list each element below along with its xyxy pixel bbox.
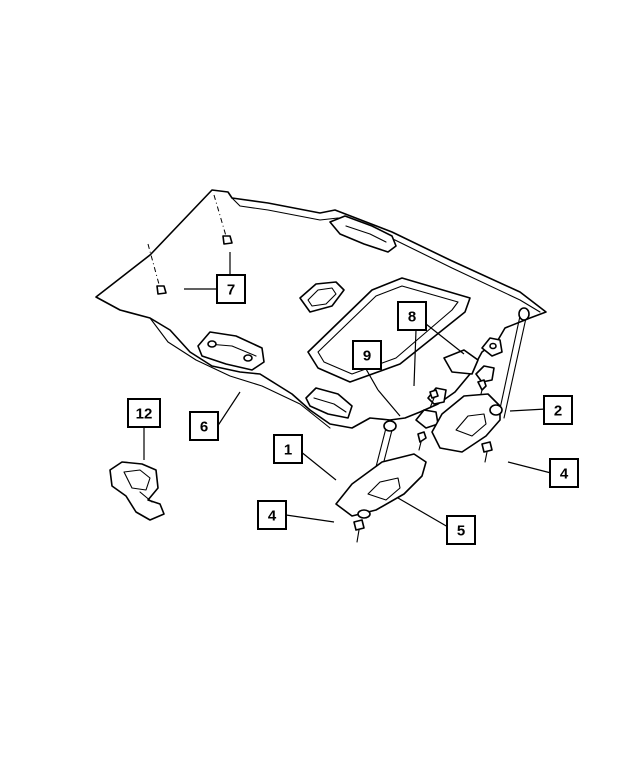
callout-2: 2 (543, 395, 573, 425)
svg-text:7: 7 (227, 282, 235, 299)
callout-6: 6 (189, 411, 219, 441)
svg-text:2: 2 (554, 403, 562, 420)
headliner-clip-rear (222, 235, 233, 245)
callout-4-left: 4 (257, 500, 287, 530)
screw-visor-bracket-left (417, 431, 427, 451)
svg-text:12: 12 (136, 406, 153, 423)
sun-visor-left (335, 420, 427, 519)
dome-lamp-opening (299, 281, 345, 313)
callout-4-right: 4 (549, 458, 579, 488)
visor-clip-right-mid (475, 365, 495, 383)
visor-bracket-part-12 (109, 461, 165, 521)
svg-text:5: 5 (457, 523, 465, 540)
callout-5: 5 (446, 515, 476, 545)
sun-visor-right (431, 307, 530, 453)
callout-12: 12 (127, 398, 161, 428)
screw-right-visor-lower (481, 441, 493, 463)
callout-1: 1 (273, 434, 303, 464)
svg-text:4: 4 (268, 508, 277, 525)
svg-text:6: 6 (200, 419, 208, 436)
rear-grab-handle (329, 215, 397, 253)
callout-8: 8 (397, 301, 427, 331)
assist-handle-left-rear (305, 387, 353, 419)
svg-text:9: 9 (363, 348, 371, 365)
screw-left-clip (429, 389, 439, 409)
headliner-clip-front (156, 285, 167, 295)
callout-9: 9 (352, 340, 382, 370)
visor-clip-left-front (415, 409, 439, 429)
callout-7: 7 (216, 274, 246, 304)
clip-locator-lines (147, 194, 227, 289)
sunroof-opening (307, 277, 471, 383)
svg-text:4: 4 (560, 466, 569, 483)
visor-clip-right-rear (481, 337, 503, 357)
svg-text:1: 1 (284, 442, 292, 459)
assist-handle-left-front (197, 331, 265, 371)
leader-lines (143, 252, 552, 528)
screw-left-visor-lower (353, 519, 365, 543)
svg-text:8: 8 (408, 309, 416, 326)
